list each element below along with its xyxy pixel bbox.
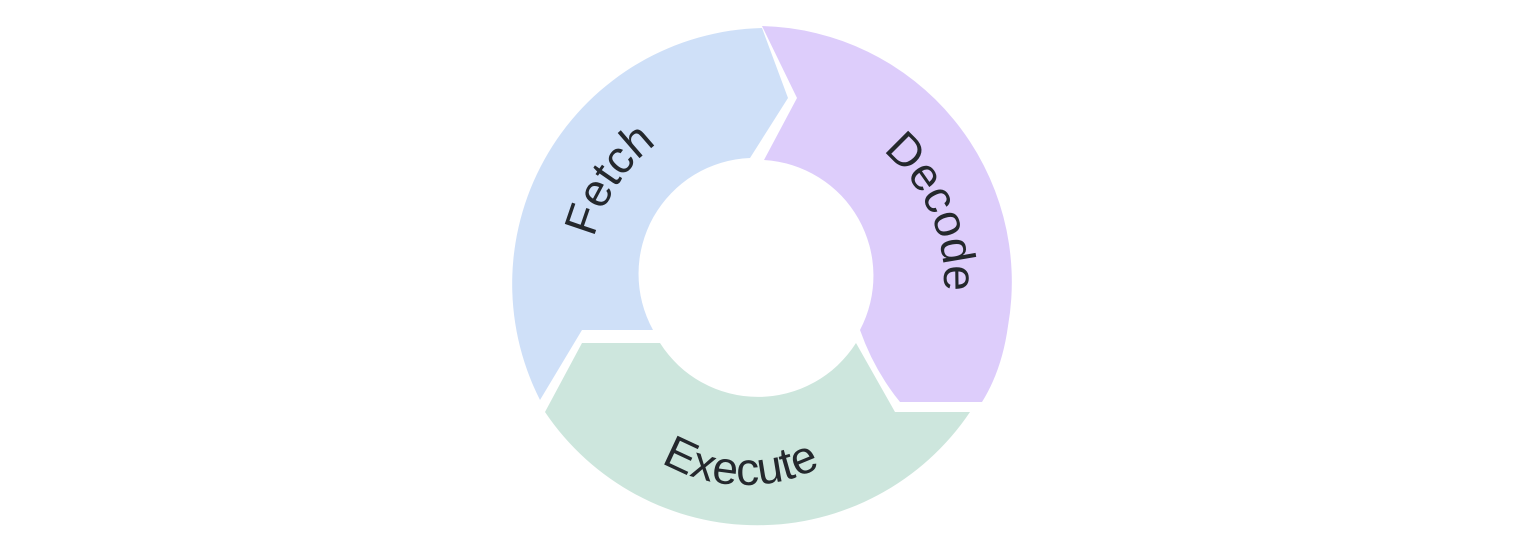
fetch-segment <box>512 28 788 400</box>
decode-segment <box>762 26 1012 402</box>
execute-segment <box>545 343 970 526</box>
